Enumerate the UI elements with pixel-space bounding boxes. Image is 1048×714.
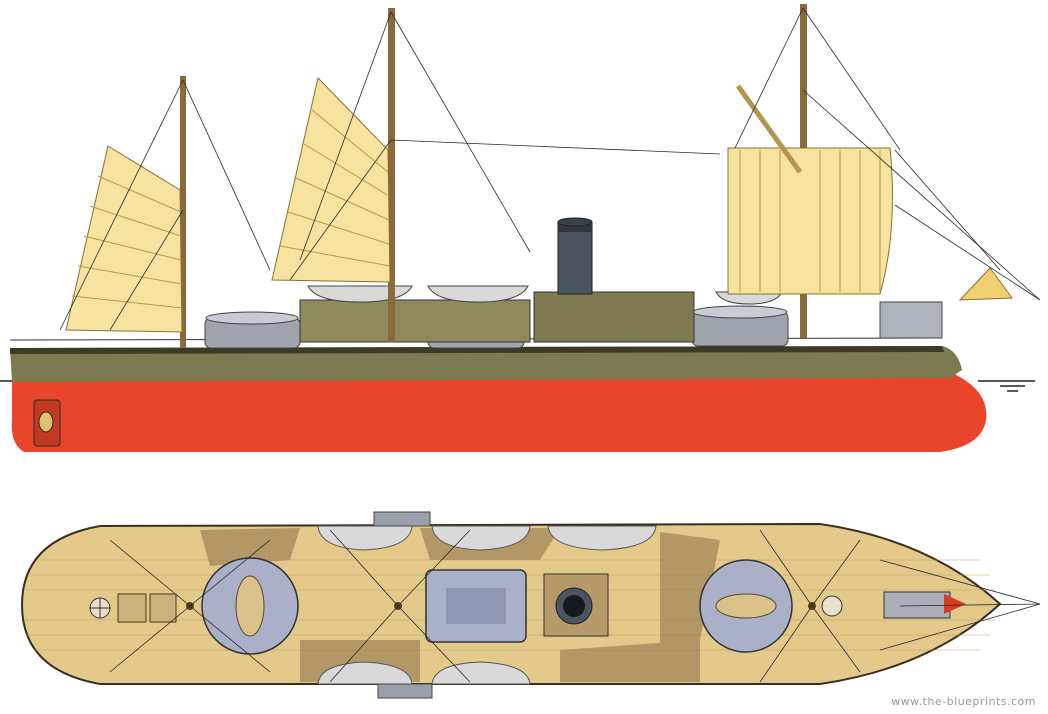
fore-gaff [735,84,803,174]
bow-pennant [958,267,1013,301]
rudder-propeller [33,399,61,447]
funnel [557,217,593,295]
lifeboat-side-2 [427,285,529,303]
funnel-plan [543,573,609,637]
turret-fore-plan [699,559,793,653]
main-mast [388,8,395,342]
mizzen-sail [65,145,183,333]
bow-gunhouse-plan [883,591,951,619]
hull-upper-olive [10,346,962,382]
lifeboat-side-1 [307,285,413,303]
fore-capstan [821,595,843,617]
sponson-top [373,511,431,527]
lifeboat-plan-1 [317,525,413,551]
central-superstructure [533,291,695,343]
turret-mid-plan [425,569,527,643]
boat-deck-frame [299,299,531,343]
waterline-mark-right [978,380,1035,392]
rigging-plan [109,529,1041,683]
main-sail [271,76,391,283]
mizzen-mast [180,76,186,348]
turret-fore-side [691,305,789,347]
side-elevation-view [0,4,1041,452]
turret-aft-plan [201,557,299,655]
forecastle-gunhouse [879,301,943,339]
lifeboat-plan-3 [547,525,657,551]
rigging-side [59,7,1041,331]
lifeboat-plan-4 [317,661,413,685]
watermark-text: www.the-blueprints.com [891,695,1036,708]
aft-skylights [117,593,177,623]
deck-plan-view [20,511,1041,699]
sponson-bottom [377,683,433,699]
hull-lower-red [11,372,987,452]
lifeboat-side-3 [715,291,783,305]
turret-aft-side [204,311,301,349]
bow-anchor-red [944,594,966,614]
capstan-wheel [89,597,111,619]
fore-sail [727,147,893,295]
